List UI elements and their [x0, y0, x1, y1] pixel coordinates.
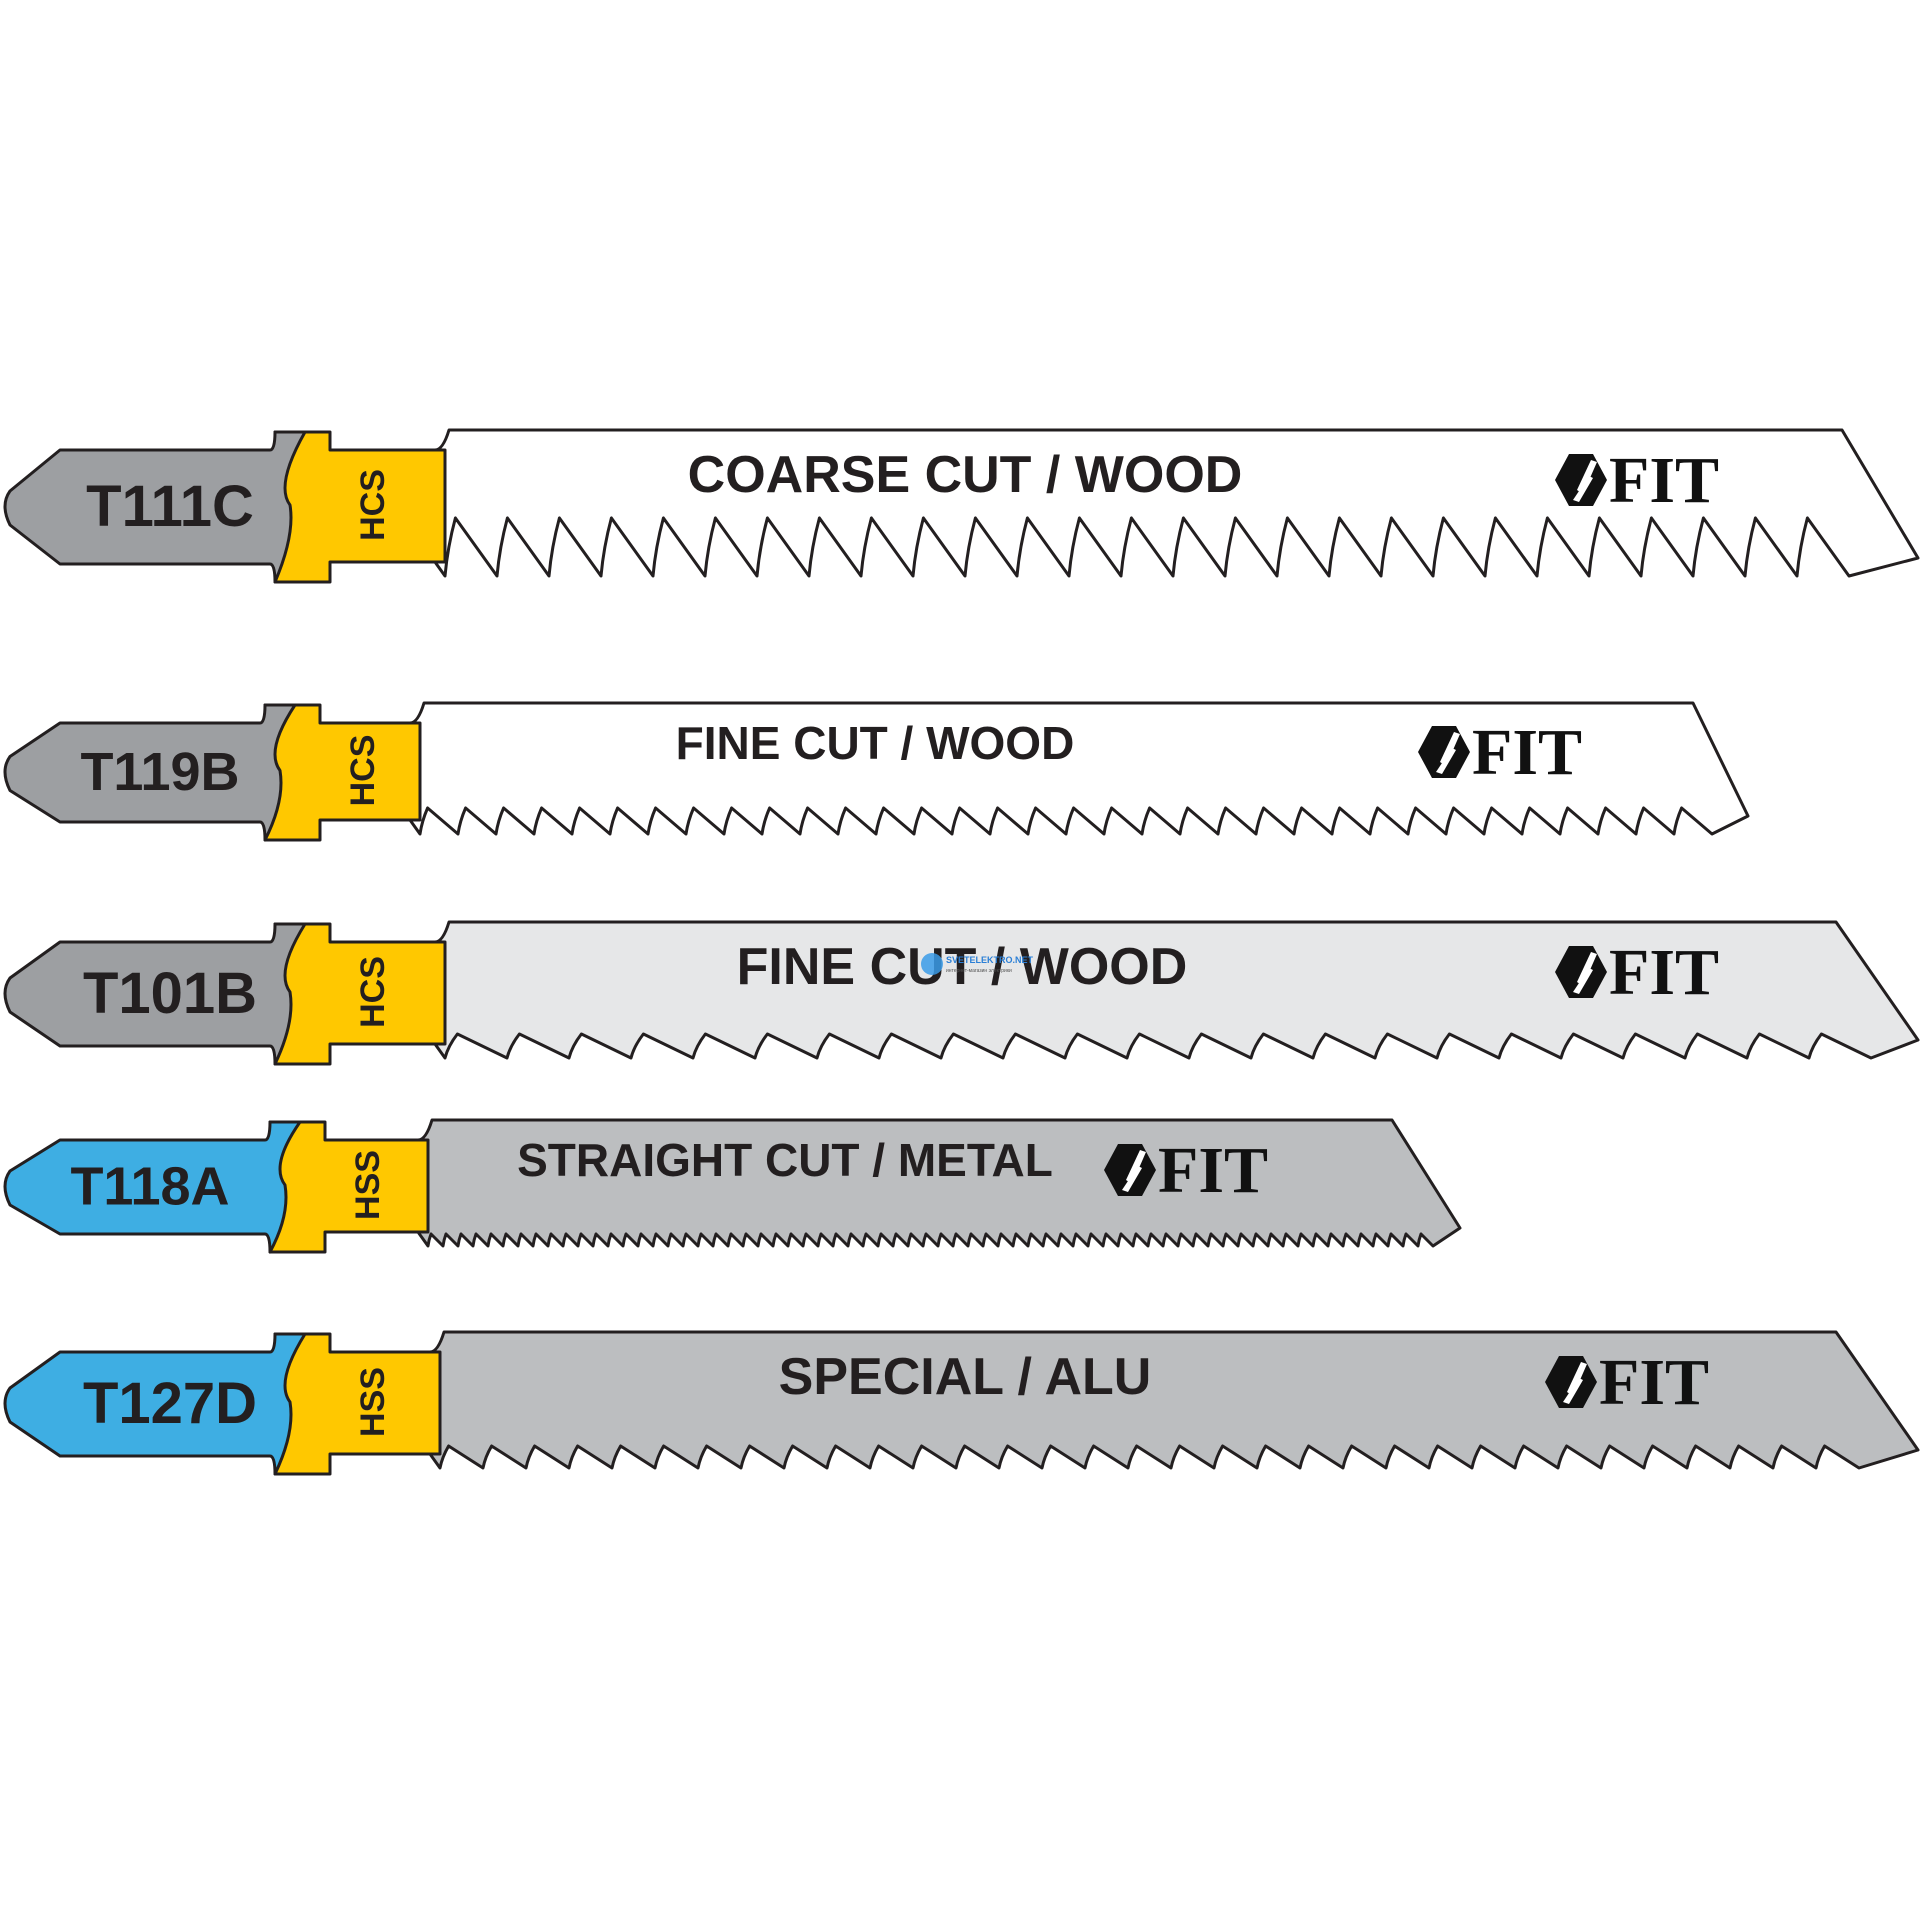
- brand-name: FIT: [1158, 1134, 1268, 1207]
- blade-body: [433, 428, 1920, 578]
- brand-name: FIT: [1609, 444, 1719, 517]
- collar: [273, 430, 447, 584]
- blade-code: T118A: [70, 1156, 229, 1216]
- blade-code: T101B: [83, 961, 257, 1026]
- fit-logo: FIT: [1104, 1134, 1268, 1207]
- blade-description: COARSE CUT / WOOD: [688, 446, 1243, 504]
- shank: [3, 1120, 302, 1254]
- blade-code: T111C: [86, 474, 254, 539]
- blade-description: SPECIAL / ALU: [779, 1348, 1152, 1406]
- blade-description: FINE CUT / WOOD: [737, 938, 1188, 996]
- brand-name: FIT: [1599, 1346, 1709, 1419]
- brand-name: FIT: [1609, 936, 1719, 1009]
- blade-t101b: T101B HCS FINE CUT / WOOD FIT: [3, 920, 1920, 1066]
- blade-description: STRAIGHT CUT / METAL: [517, 1134, 1053, 1186]
- shank: [3, 922, 307, 1066]
- blade-t111c: T111C HCS COARSE CUT / WOOD FIT: [3, 428, 1920, 584]
- material-label: HSS: [349, 1150, 387, 1220]
- blade-body: [416, 1118, 1462, 1248]
- blade-body: [408, 701, 1750, 836]
- fit-logo: FIT: [1555, 936, 1719, 1009]
- material-label: HCS: [344, 735, 382, 807]
- blade-t118a: T118A HSS STRAIGHT CUT / METAL FIT: [3, 1118, 1462, 1254]
- material-label: HCS: [354, 956, 392, 1028]
- brand-name: FIT: [1472, 716, 1582, 789]
- material-label: HCS: [354, 469, 392, 541]
- shank: [3, 430, 307, 584]
- blade-code: T119B: [80, 742, 239, 802]
- fit-logo: FIT: [1545, 1346, 1709, 1419]
- watermark: SVETELEKTRO.NET интернет-магазин электри…: [921, 953, 1034, 975]
- watermark-logo-icon: [921, 953, 943, 975]
- material-label: HSS: [354, 1367, 392, 1437]
- blade-t119b: T119B HCS FINE CUT / WOOD FIT: [3, 701, 1750, 842]
- collar: [263, 703, 422, 842]
- collar: [273, 922, 447, 1066]
- blade-body: [428, 1330, 1920, 1470]
- shank: [3, 703, 297, 842]
- blade-t127d: T127D HSS SPECIAL / ALU FIT: [3, 1330, 1920, 1476]
- blade-code: T127D: [83, 1371, 257, 1436]
- blade-description: FINE CUT / WOOD: [676, 717, 1075, 769]
- blade-body: [433, 920, 1920, 1060]
- collar: [273, 1332, 442, 1476]
- fit-logo: FIT: [1555, 444, 1719, 517]
- fit-logo: FIT: [1418, 716, 1582, 789]
- shank: [3, 1332, 307, 1476]
- watermark-title: SVETELEKTRO.NET: [946, 955, 1034, 965]
- collar: [268, 1120, 430, 1254]
- watermark-subtitle: интернет-магазин электрики: [946, 968, 1012, 974]
